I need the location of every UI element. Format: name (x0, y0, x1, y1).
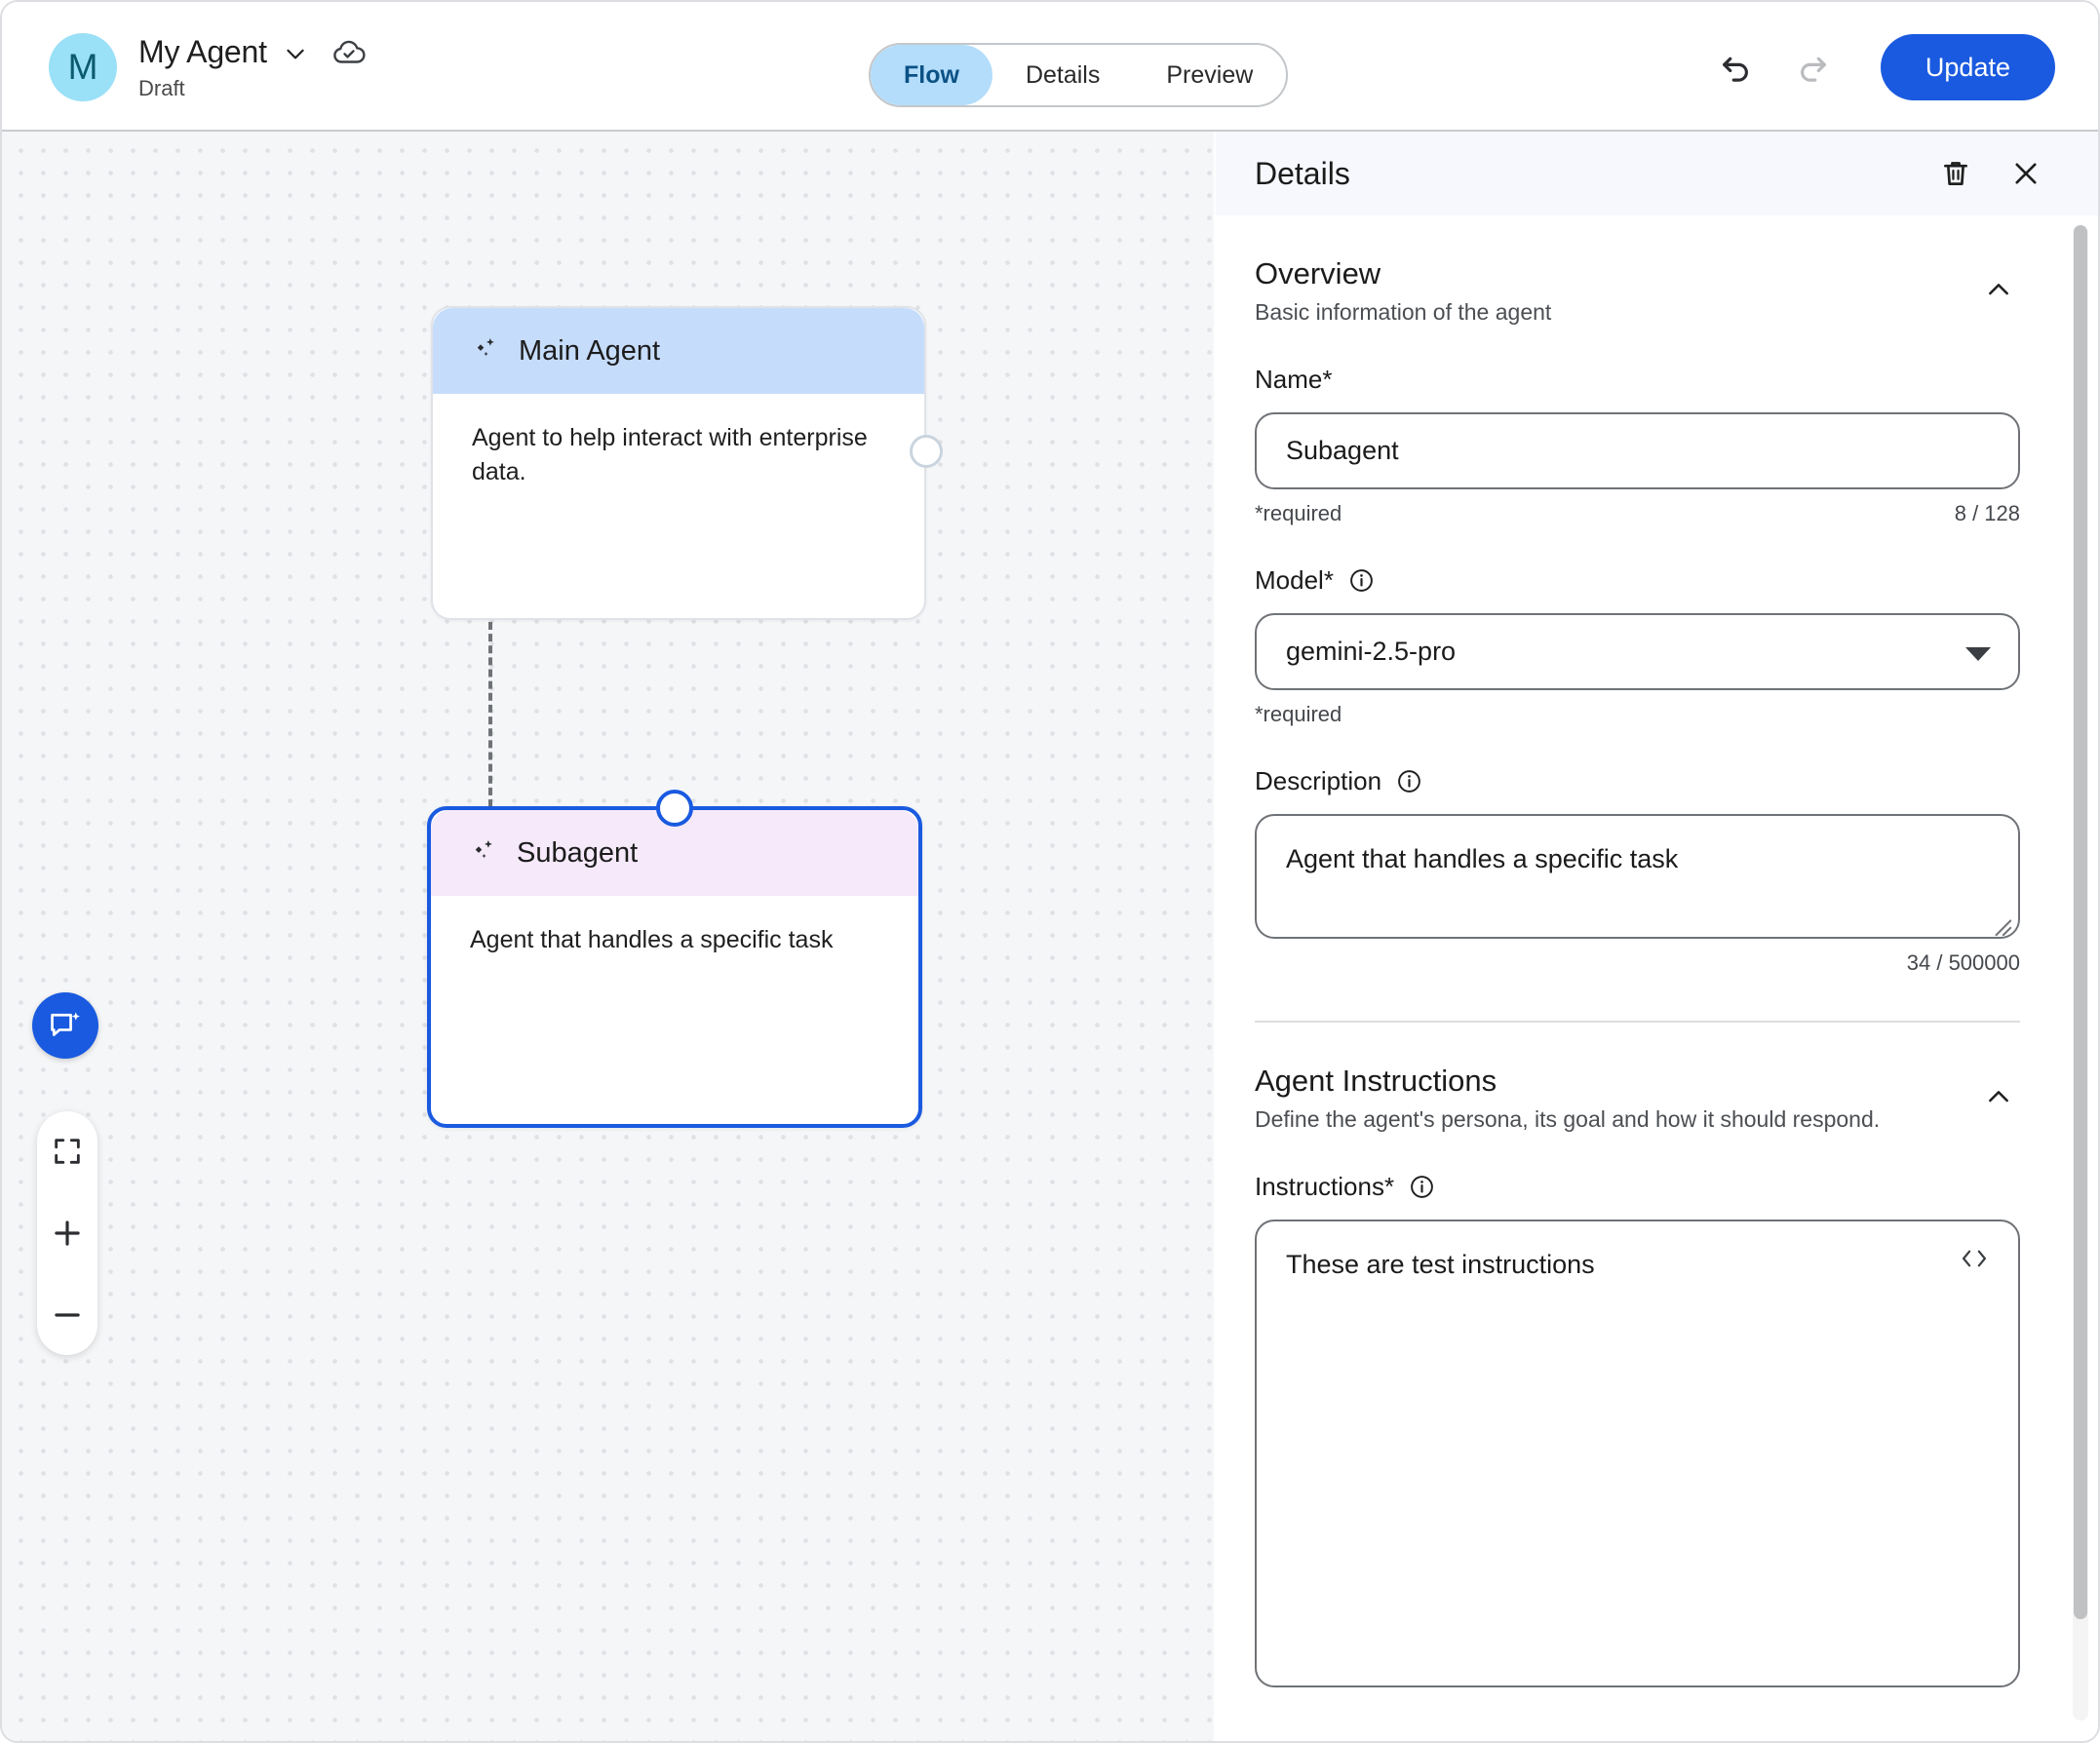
instructions-textarea[interactable]: These are test instructions (1255, 1220, 2020, 1687)
section-overview-header: Overview Basic information of the agent (1255, 215, 2020, 326)
details-panel: Details Overview Basic inf (1214, 132, 2098, 1741)
section-agent-instructions-header: Agent Instructions Define the agent's pe… (1255, 1023, 2020, 1133)
section-title: Overview (1255, 256, 1381, 290)
name-field-group: Name* *required 8 / 128 (1255, 365, 2020, 526)
chevron-down-icon[interactable] (283, 41, 308, 66)
name-char-counter: 8 / 128 (1954, 501, 2020, 525)
view-tabs: Flow Details Preview (869, 43, 1289, 107)
status-badge: Draft (138, 75, 185, 100)
description-field-group: Description Agent that handles a specifi… (1255, 766, 2020, 976)
avatar: M (49, 33, 117, 101)
flow-canvas[interactable]: Main Agent Agent to help interact with e… (2, 132, 1214, 1741)
scrollbar-thumb[interactable] (2074, 225, 2087, 1619)
close-icon[interactable] (2001, 148, 2051, 199)
resize-handle-icon[interactable] (1991, 910, 2012, 937)
trash-icon[interactable] (1930, 148, 1981, 199)
chat-sparkle-icon[interactable] (32, 992, 98, 1059)
sparkle-ai-icon (470, 836, 499, 871)
agent-identity: M My Agent Draft (49, 33, 367, 101)
info-icon[interactable] (1347, 566, 1376, 595)
redo-icon[interactable] (1791, 45, 1836, 90)
details-panel-content: Overview Basic information of the agent … (1214, 215, 2061, 1741)
minus-icon[interactable] (45, 1293, 90, 1337)
chevron-up-icon[interactable] (1977, 268, 2020, 311)
name-input[interactable] (1255, 412, 2020, 489)
flow-node-main-agent[interactable]: Main Agent Agent to help interact with e… (431, 306, 943, 620)
page-title: My Agent (138, 33, 267, 69)
fit-to-screen-icon[interactable] (45, 1129, 90, 1174)
flow-node-subagent[interactable]: Subagent Agent that handles a specific t… (427, 790, 922, 1128)
tab-flow[interactable]: Flow (871, 45, 992, 105)
model-field-group: Model* *required (1255, 565, 2020, 727)
details-panel-title: Details (1255, 155, 1350, 191)
node-title: Main Agent (519, 334, 661, 367)
description-value: Agent that handles a specific task (1286, 844, 1679, 873)
plus-icon[interactable] (45, 1211, 90, 1256)
info-icon[interactable] (1408, 1173, 1436, 1201)
section-subtitle: Basic information of the agent (1255, 299, 1552, 325)
node-output-handle[interactable] (910, 435, 943, 468)
node-title: Subagent (517, 836, 639, 869)
model-label: Model* (1255, 565, 2020, 596)
instructions-field-group: Instructions* These are test instruction… (1255, 1172, 2020, 1687)
tab-preview[interactable]: Preview (1166, 60, 1254, 89)
description-textarea[interactable]: Agent that handles a specific task (1255, 814, 2020, 939)
top-bar: M My Agent Draft (2, 2, 2098, 132)
description-label: Description (1255, 766, 2020, 796)
panel-divider (1214, 132, 1216, 1741)
description-char-counter: 34 / 500000 (1906, 950, 2020, 975)
name-label: Name* (1255, 365, 1333, 394)
code-brackets-icon[interactable] (1958, 1245, 1991, 1283)
top-bar-actions: Update (1713, 34, 2055, 100)
section-title: Agent Instructions (1255, 1064, 1497, 1098)
node-connector-edge (488, 622, 492, 807)
sparkle-ai-icon (472, 334, 501, 368)
instructions-label: Instructions* (1255, 1172, 2020, 1202)
node-description: Agent that handles a specific task (470, 926, 834, 953)
model-required-hint: *required (1255, 702, 1342, 726)
section-subtitle: Define the agent's persona, its goal and… (1255, 1106, 1881, 1132)
node-description: Agent to help interact with enterprise d… (472, 424, 868, 485)
details-panel-header: Details (1214, 132, 2098, 215)
cloud-done-icon (331, 34, 367, 69)
canvas-zoom-controls (37, 1111, 97, 1355)
name-required-hint: *required (1255, 501, 1342, 525)
model-label-text: Model* (1255, 565, 1334, 595)
instructions-value: These are test instructions (1286, 1250, 1595, 1279)
tab-details[interactable]: Details (1025, 60, 1101, 89)
details-panel-scrollbar[interactable] (2073, 225, 2088, 1721)
section-divider (1255, 1021, 2020, 1023)
instructions-label-text: Instructions* (1255, 1172, 1395, 1201)
info-icon[interactable] (1395, 767, 1423, 795)
undo-icon[interactable] (1713, 45, 1758, 90)
node-input-handle[interactable] (656, 790, 693, 827)
chevron-up-icon[interactable] (1977, 1075, 2020, 1118)
update-button[interactable]: Update (1880, 34, 2055, 100)
model-select[interactable] (1255, 613, 2020, 690)
description-label-text: Description (1255, 766, 1382, 795)
